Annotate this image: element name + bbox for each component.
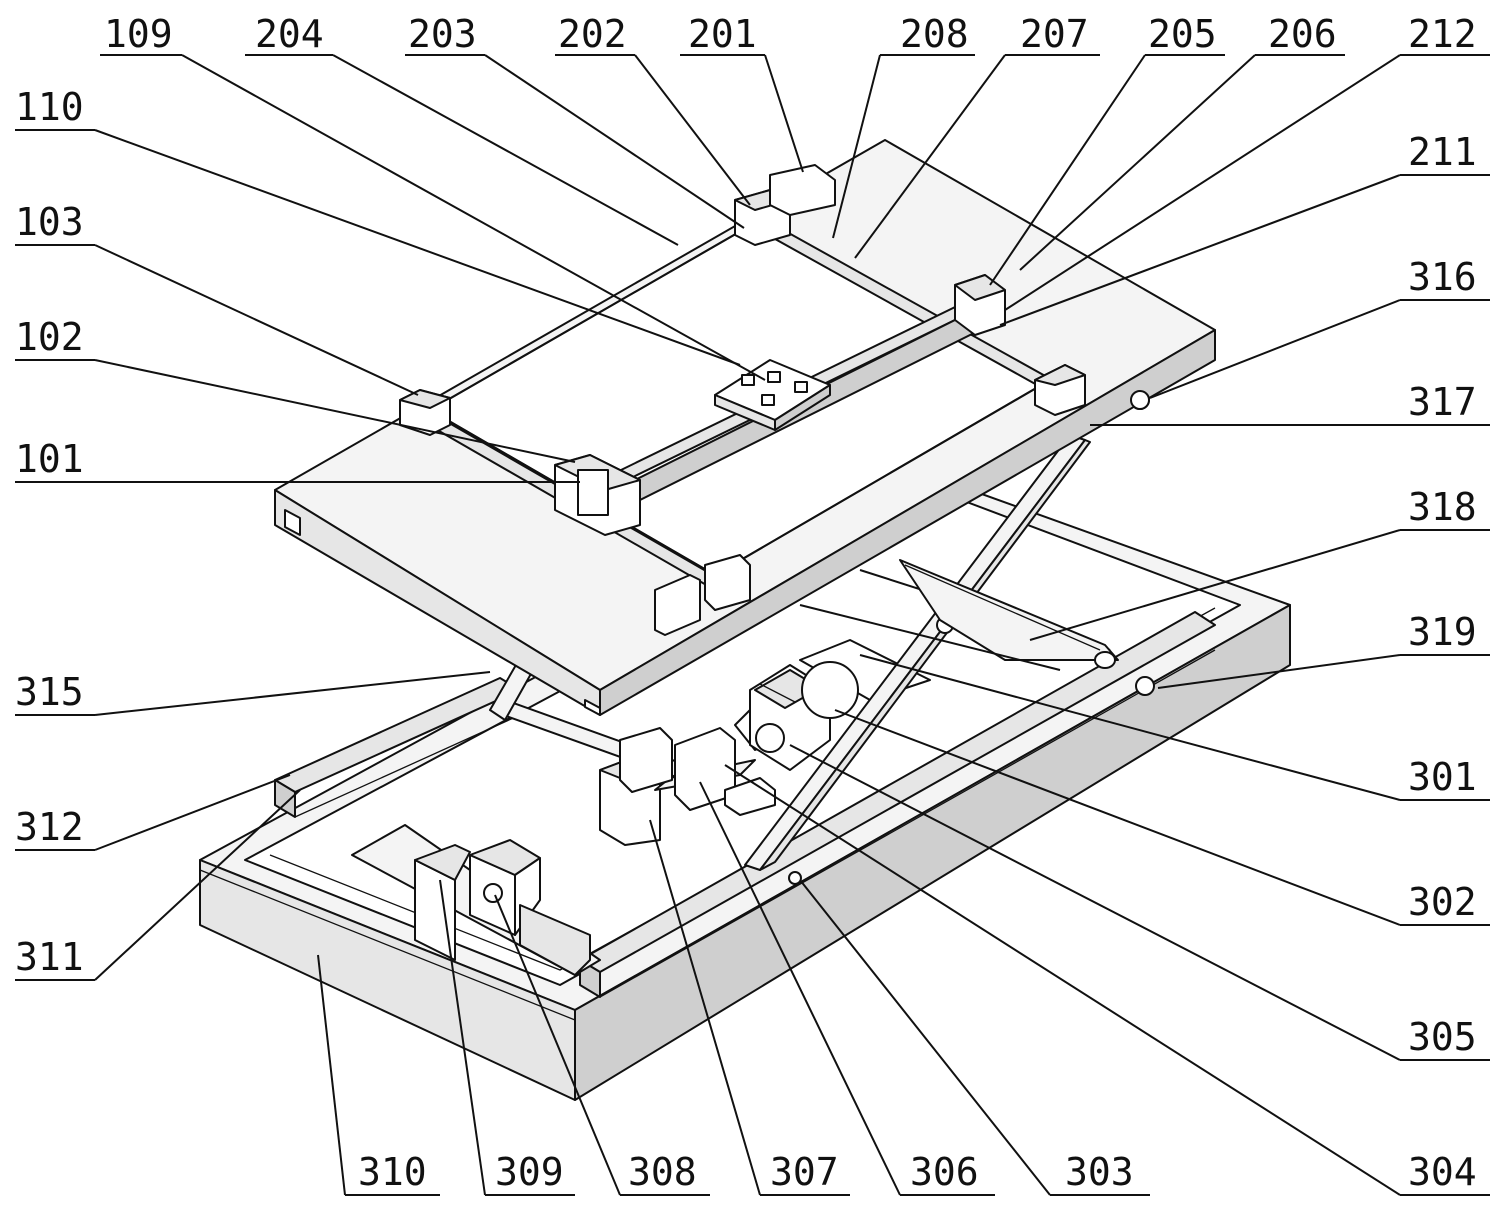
label-301: 301 [1408, 755, 1477, 799]
label-309: 309 [495, 1150, 564, 1194]
scissor-arms [489, 390, 1150, 871]
label-205: 205 [1148, 12, 1217, 56]
label-203: 203 [408, 12, 477, 56]
drive-shaft [494, 699, 776, 846]
label-201: 201 [688, 12, 757, 56]
label-312: 312 [15, 805, 84, 849]
label-202: 202 [558, 12, 627, 56]
base-plate-blocks [351, 824, 601, 976]
label-308: 308 [628, 1150, 697, 1194]
label-311: 311 [15, 935, 84, 979]
label-316: 316 [1408, 255, 1477, 299]
gantry-blocks [399, 164, 1086, 636]
label-315: 315 [15, 670, 84, 714]
label-305: 305 [1408, 1015, 1477, 1059]
label-207: 207 [1020, 12, 1089, 56]
label-302: 302 [1408, 880, 1477, 924]
label-109: 109 [104, 12, 173, 56]
label-310: 310 [358, 1150, 427, 1194]
label-304: 304 [1408, 1150, 1477, 1194]
label-307: 307 [770, 1150, 839, 1194]
label-208: 208 [900, 12, 969, 56]
label-206: 206 [1268, 12, 1337, 56]
label-212: 212 [1408, 12, 1477, 56]
label-103: 103 [15, 200, 84, 244]
label-110: 110 [15, 85, 84, 129]
label-317: 317 [1408, 380, 1477, 424]
label-303: 303 [1065, 1150, 1134, 1194]
label-306: 306 [910, 1150, 979, 1194]
label-101: 101 [15, 437, 84, 481]
label-318: 318 [1408, 485, 1477, 529]
label-204: 204 [255, 12, 324, 56]
label-102: 102 [15, 315, 84, 359]
label-319: 319 [1408, 610, 1477, 654]
reference-numerals: 109 204 203 202 201 208 207 205 206 212 … [15, 12, 1477, 1194]
leader-lines [15, 54, 1490, 1196]
label-211: 211 [1408, 130, 1477, 174]
